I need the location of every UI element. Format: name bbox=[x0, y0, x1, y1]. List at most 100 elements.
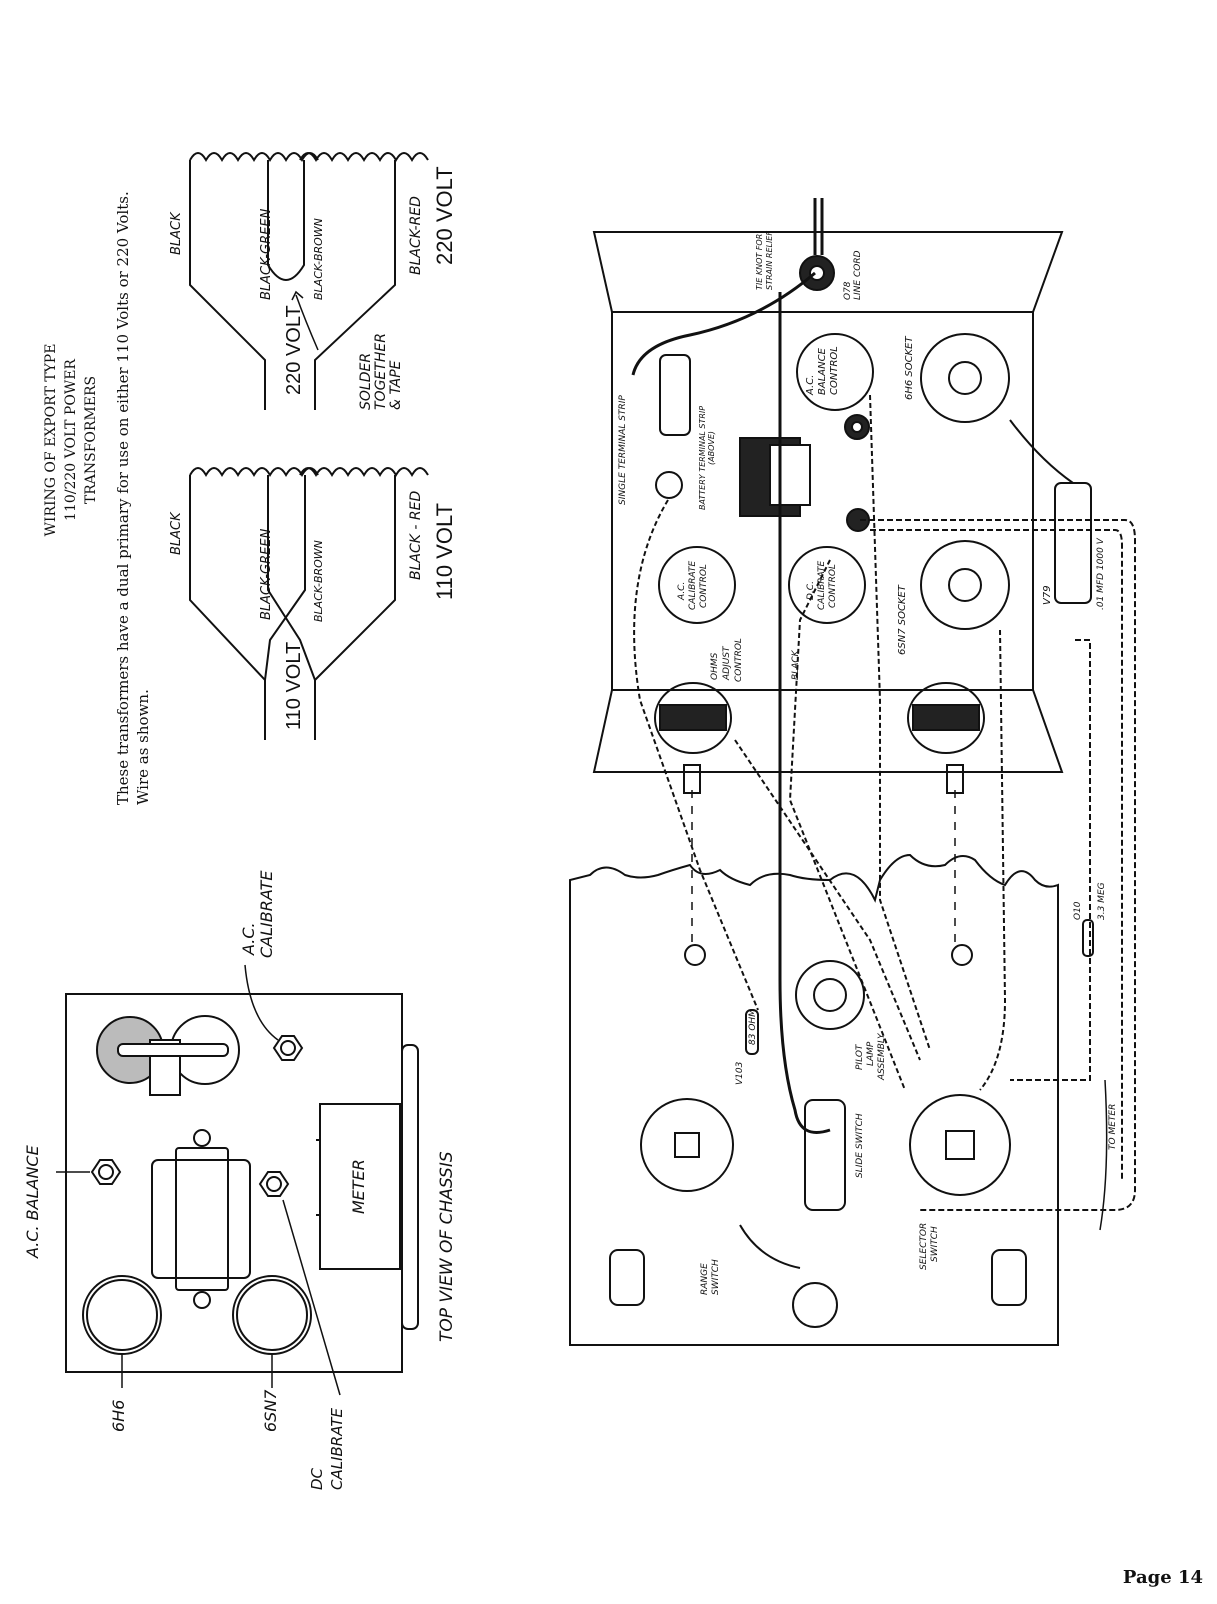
coil-220-top bbox=[189, 152, 319, 163]
nut-dc-calibrate-inner bbox=[266, 1176, 282, 1192]
header-description-line2: Wire as shown. bbox=[134, 689, 152, 805]
pot-left-shaft bbox=[683, 764, 701, 794]
label-220-black: BLACK bbox=[169, 211, 184, 255]
battery-terminal bbox=[655, 471, 683, 499]
label-dc-calibrate-line1: DC bbox=[308, 1467, 326, 1490]
panel-outline bbox=[592, 231, 1064, 773]
panel-hole-right bbox=[951, 944, 973, 966]
lead-110-green bbox=[267, 475, 316, 740]
wire-bundle-b bbox=[870, 529, 1123, 1180]
chassis-top-lip bbox=[401, 1044, 419, 1330]
nut-ac-balance-inner bbox=[98, 1164, 114, 1180]
pot-ohms-band bbox=[659, 704, 727, 731]
tube-6h6-inner bbox=[86, 1279, 158, 1351]
tube-6sn7-inner bbox=[236, 1279, 308, 1351]
lead-220-red bbox=[314, 160, 396, 410]
cap-v79 bbox=[1054, 482, 1092, 604]
wire-v79-lead bbox=[1009, 419, 1074, 484]
wiring-labels: TIE KNOT FOR STRAIN RELIEF O78 LINE CORD… bbox=[618, 231, 1118, 1295]
arrow-220-head bbox=[291, 290, 304, 301]
label-ohms-line2: ADJUST bbox=[722, 645, 732, 681]
nut-ac-calibrate-inner bbox=[280, 1040, 296, 1056]
socket-6h6 bbox=[920, 333, 1010, 423]
res-o10 bbox=[1082, 919, 1094, 957]
label-to-meter: TO METER bbox=[1108, 1104, 1118, 1150]
lead-220-loop bbox=[267, 160, 305, 281]
label-dc-cal-line1: D.C. bbox=[806, 581, 816, 600]
arrow-ac-calibrate bbox=[244, 964, 279, 1041]
pot-dc-calibrate bbox=[788, 546, 866, 624]
label-socket-6h6: 6H6 SOCKET bbox=[904, 336, 915, 401]
label-dc-cal-line3: CONTROL bbox=[828, 564, 838, 608]
top-view-chassis bbox=[56, 964, 419, 1396]
label-110-volt-left: 110 VOLT bbox=[283, 642, 305, 730]
top-view-labels: A.C. BALANCE A.C. CALIBRATE 6H6 6SN7 DC … bbox=[23, 870, 457, 1490]
label-top-view-caption: TOP VIEW OF CHASSIS bbox=[437, 1151, 457, 1342]
selector-switch-hub bbox=[945, 1130, 975, 1160]
header-title-line1: WIRING OF EXPORT TYPE bbox=[43, 344, 59, 537]
label-single-terminal-strip: SINGLE TERMINAL STRIP bbox=[618, 395, 628, 505]
label-v79: V79 bbox=[1042, 585, 1053, 605]
pot-ohms-adjust bbox=[654, 682, 732, 754]
label-pilot-line1: PILOT bbox=[855, 1043, 865, 1070]
jack-left bbox=[609, 1249, 645, 1306]
coil-220-bottom bbox=[299, 152, 429, 163]
lead-110-black bbox=[189, 475, 266, 740]
wire-range-lead bbox=[739, 1224, 801, 1269]
wire-meter-return bbox=[1010, 639, 1091, 1081]
label-ac-calibrate-line1: A.C. bbox=[239, 922, 258, 956]
res-v103 bbox=[745, 1009, 759, 1055]
slide-switch bbox=[804, 1099, 846, 1211]
label-110-black: BLACK bbox=[169, 511, 184, 555]
label-110-black-green: BLACK-GREEN bbox=[259, 528, 274, 620]
coil-110-top bbox=[189, 467, 319, 478]
top-transformer-bolt-b bbox=[193, 1291, 211, 1309]
grommet-cord-inner bbox=[809, 265, 825, 281]
label-ac-calibrate-line2: CALIBRATE bbox=[257, 870, 276, 958]
arrow-dc-calibrate bbox=[282, 1199, 341, 1396]
label-220-black-green: BLACK-GREEN bbox=[259, 208, 274, 300]
socket-6h6-inner bbox=[948, 361, 982, 395]
label-v103: V103 bbox=[735, 1061, 745, 1085]
label-ac-balance-line3: CONTROL bbox=[829, 346, 840, 395]
pot-ac-calibrate bbox=[658, 546, 736, 624]
label-110-black-red: BLACK - RED bbox=[408, 491, 424, 580]
jack-right bbox=[991, 1249, 1027, 1306]
label-black-wire: BLACK bbox=[791, 649, 801, 680]
label-ac-balance-line1: A.C. bbox=[805, 375, 816, 396]
lead-110-red bbox=[314, 475, 396, 681]
label-res-83: 83 OHM bbox=[748, 1009, 758, 1045]
label-220-solder-line2: TOGETHER bbox=[373, 333, 389, 410]
arrow-to-meter bbox=[1099, 1079, 1108, 1231]
top-transformer-core bbox=[175, 1147, 229, 1291]
wire-line-cord bbox=[631, 271, 816, 376]
label-220-solder-line1: SOLDER bbox=[358, 353, 374, 410]
wire-ohms-run bbox=[734, 739, 921, 1061]
label-range-line2: SWITCH bbox=[711, 1259, 721, 1295]
label-battery-strip-line2: (ABOVE) bbox=[707, 431, 716, 465]
wire-bundle-a bbox=[860, 519, 1136, 1211]
header-description-line1: These transformers have a dual primary f… bbox=[114, 191, 132, 805]
coil-110-bottom bbox=[299, 467, 429, 478]
transformer-220-diagram bbox=[189, 152, 429, 410]
transformer-220-labels: BLACK BLACK-GREEN BLACK-BROWN BLACK-RED … bbox=[169, 166, 457, 410]
label-selector-line2: SWITCH bbox=[930, 1226, 940, 1262]
label-tie-knot-line1: TIE KNOT FOR bbox=[755, 234, 764, 290]
transformer-110-labels: BLACK BLACK-GREEN BLACK-BROWN BLACK - RE… bbox=[169, 491, 457, 730]
range-switch bbox=[640, 1098, 734, 1192]
pot-right-shaft bbox=[946, 764, 964, 794]
label-selector-line1: SELECTOR bbox=[919, 1223, 929, 1270]
label-res-33: 3.3 MEG bbox=[1097, 882, 1107, 920]
top-transformer-bolt-a bbox=[193, 1129, 211, 1147]
lead-110-brown bbox=[264, 475, 306, 681]
label-range-line1: RANGE bbox=[700, 1263, 710, 1295]
label-dc-cal-line2: CALIBRATE bbox=[817, 560, 827, 610]
nut-dc-calibrate bbox=[258, 1171, 290, 1197]
tube-6h6-circle bbox=[82, 1275, 162, 1355]
wiring-harness bbox=[631, 271, 1136, 1269]
transformer-110-diagram bbox=[189, 467, 429, 740]
header-title-line3: TRANSFORMERS bbox=[83, 376, 99, 504]
base-outline bbox=[569, 853, 1059, 1346]
label-tube-6h6: 6H6 bbox=[109, 1400, 128, 1432]
pilot-lamp-inner bbox=[813, 978, 847, 1012]
